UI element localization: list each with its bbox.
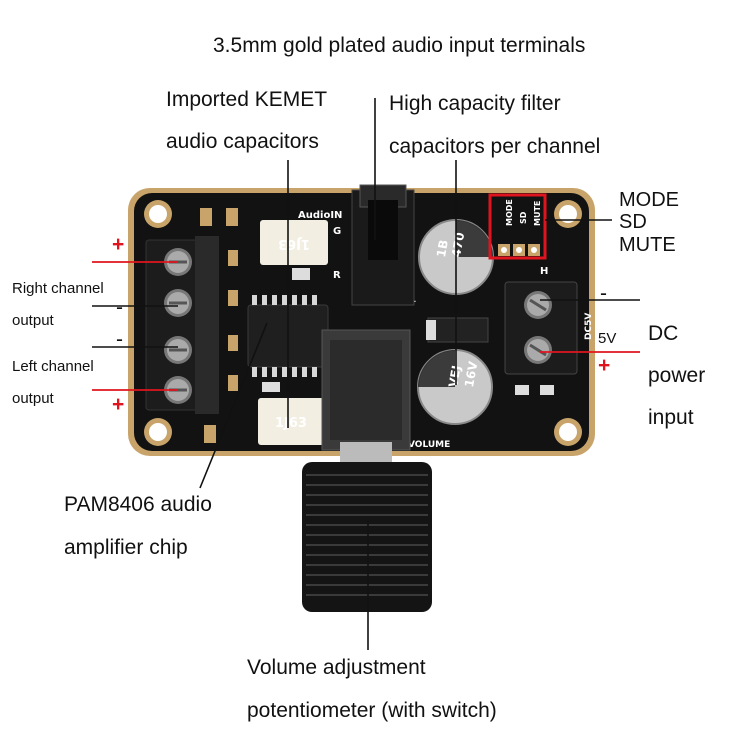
pot-callout-line1: Volume adjustment [247,656,426,679]
mode-header-highlight [488,193,547,260]
kemet-capacitor-top-text: 1J63 [278,236,310,251]
audio-jack [351,184,415,306]
right-plus-sign: + [112,233,125,256]
right-minus-sign: - [116,296,123,319]
dc-callout-line3: input [648,406,694,429]
chip-pins-top [252,295,317,305]
filter-callout-line2: capacitors per channel [389,135,601,158]
chip-callout-line1: PAM8406 audio [64,493,212,516]
filter-cap-bottom-text4: 16V [462,360,480,389]
mounting-hole-top-right [554,200,582,228]
silk-volume: VOLUME [408,440,450,450]
mode-header-pins [498,244,540,256]
dc-terminal-block [504,281,578,375]
silk-mute: MUTE [533,201,542,226]
left-channel-callout-line2: output [12,390,54,407]
mute-callout: MUTE [619,234,676,256]
chip-pins-bottom [252,367,317,377]
kemet-capacitor-bottom: 1J63 [258,398,324,445]
kemet-capacitor-top: 1J63 [260,220,328,265]
left-minus-sign: - [116,328,123,351]
leader-lines [92,98,640,650]
pot-callout-line2: potentiometer (with switch) [247,699,497,722]
kemet-capacitor-bottom-text: 1J63 [275,416,307,431]
silk-audioin: AudioIN [298,210,342,221]
filter-cap-top-text3: 470 [449,231,467,258]
filter-callout-line1: High capacity filter [389,92,561,115]
output-screw-3 [164,336,192,364]
silk-sd: SD [519,211,528,224]
sd-callout: SD [619,211,647,233]
dc-callout-line1: DC [648,322,679,345]
dc-minus-sign: - [600,282,607,305]
silk-g: G [333,226,341,237]
five-v-label: 5V [598,330,617,347]
left-channel-callout-line1: Left channel [12,358,94,375]
mode-callout: MODE [619,189,679,211]
filter-capacitor-bottom: VEJ 16V [417,349,493,425]
filter-cap-bottom-text2: VEJ [446,364,464,388]
silk-h: H [540,266,548,277]
dc-plus-sign: + [598,354,611,377]
mounting-hole-bottom-right [554,418,582,446]
red-leader-lines [92,261,640,391]
chip-callout-line2: amplifier chip [64,536,188,559]
audio-input-callout: 3.5mm gold plated audio input terminals [213,34,586,57]
kemet-callout-line1: Imported KEMET [166,88,328,111]
volume-potentiometer [302,329,432,612]
filter-cap-top-text1: 1B [434,239,451,259]
left-plus-sign: + [112,393,125,416]
right-channel-callout-line1: Right channel [12,280,104,297]
mounting-hole-top-left [144,200,172,228]
mounting-hole-bottom-left [144,418,172,446]
dc-callout-line2: power [648,364,706,387]
kemet-callout-line2: audio capacitors [166,130,319,153]
right-channel-callout-line2: output [12,312,54,329]
silk-r: R [333,270,341,281]
silk-mode: MODE [505,199,514,226]
output-screw-2 [164,289,192,317]
silk-dc5v: DC5V [584,313,594,340]
